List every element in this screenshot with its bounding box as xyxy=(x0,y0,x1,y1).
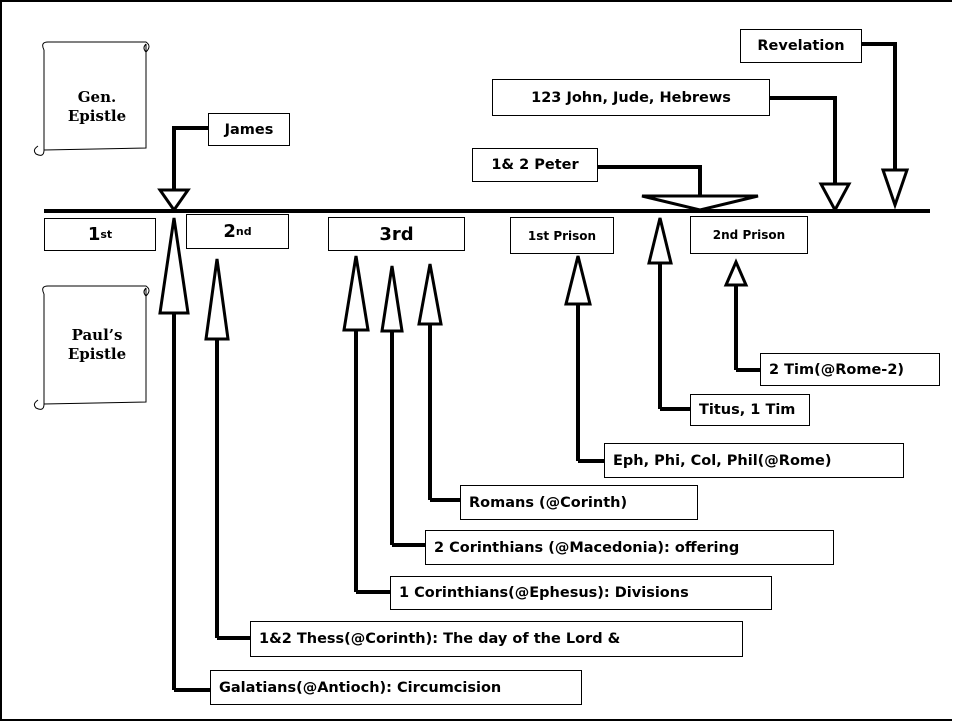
journey-prison-2-label: 2nd Prison xyxy=(712,228,786,242)
epistle-prison-letters-label: Eph, Phi, Col, Phil(@Rome) xyxy=(613,452,832,469)
legend-general-line2: Epistle xyxy=(67,107,127,125)
journey-third-label: 3rd xyxy=(379,223,414,245)
scroll-icon-paul xyxy=(33,285,150,410)
journey-second-suffix: nd xyxy=(235,225,252,238)
epistle-galatians-label: Galatians(@Antioch): Circumcision xyxy=(219,679,502,696)
epistle-titus-1-timothy: Titus, 1 Tim xyxy=(690,394,810,426)
epistle-romans: Romans (@Corinth) xyxy=(460,485,698,520)
journey-prison-1: 1st Prison xyxy=(510,217,614,254)
epistle-james: James xyxy=(208,113,290,146)
journey-second-number: 2 xyxy=(223,221,236,242)
epistle-romans-label: Romans (@Corinth) xyxy=(469,494,628,511)
epistle-1-corinthians: 1 Corinthians(@Ephesus): Divisions xyxy=(390,576,772,610)
epistle-john-jude-hebrews-label: 123 John, Jude, Hebrews xyxy=(531,89,731,106)
journey-prison-1-label: 1st Prison xyxy=(527,228,597,243)
epistle-john-jude-hebrews: 123 John, Jude, Hebrews xyxy=(492,79,770,116)
legend-paul-line2: Epistle xyxy=(67,345,127,363)
epistle-galatians: Galatians(@Antioch): Circumcision xyxy=(210,670,582,705)
legend-paul-line1: Paul’s xyxy=(71,326,123,344)
epistle-thessalonians-label: 1&2 Thess(@Corinth): The day of the Lord… xyxy=(259,631,621,647)
epistle-james-label: James xyxy=(224,121,274,138)
epistle-2-corinthians-label: 2 Corinthians (@Macedonia): offering xyxy=(434,539,740,556)
epistle-peter: 1& 2 Peter xyxy=(472,148,598,182)
epistle-2-corinthians: 2 Corinthians (@Macedonia): offering xyxy=(425,530,834,565)
epistle-2-timothy-label: 2 Tim(@Rome-2) xyxy=(769,361,905,378)
epistle-titus-1-timothy-label: Titus, 1 Tim xyxy=(699,402,796,418)
epistle-revelation: Revelation xyxy=(740,29,862,63)
epistle-1-corinthians-label: 1 Corinthians(@Ephesus): Divisions xyxy=(399,585,689,601)
scroll-icon-general xyxy=(33,41,150,156)
epistle-prison-letters: Eph, Phi, Col, Phil(@Rome) xyxy=(604,443,904,478)
journey-prison-2: 2nd Prison xyxy=(690,216,808,254)
journey-first-number: 1 xyxy=(87,224,101,245)
epistle-revelation-label: Revelation xyxy=(757,38,845,54)
legend-general-line1: Gen. xyxy=(77,88,117,106)
journey-third: 3rd xyxy=(328,217,465,251)
epistle-2-timothy: 2 Tim(@Rome-2) xyxy=(760,353,940,386)
epistle-peter-label: 1& 2 Peter xyxy=(491,157,579,173)
epistle-thessalonians: 1&2 Thess(@Corinth): The day of the Lord… xyxy=(250,621,743,657)
legend-general-epistle: Gen. Epistle xyxy=(52,88,142,126)
legend-paul-epistle: Paul’s Epistle xyxy=(52,326,142,364)
journey-first-suffix: st xyxy=(100,228,113,241)
